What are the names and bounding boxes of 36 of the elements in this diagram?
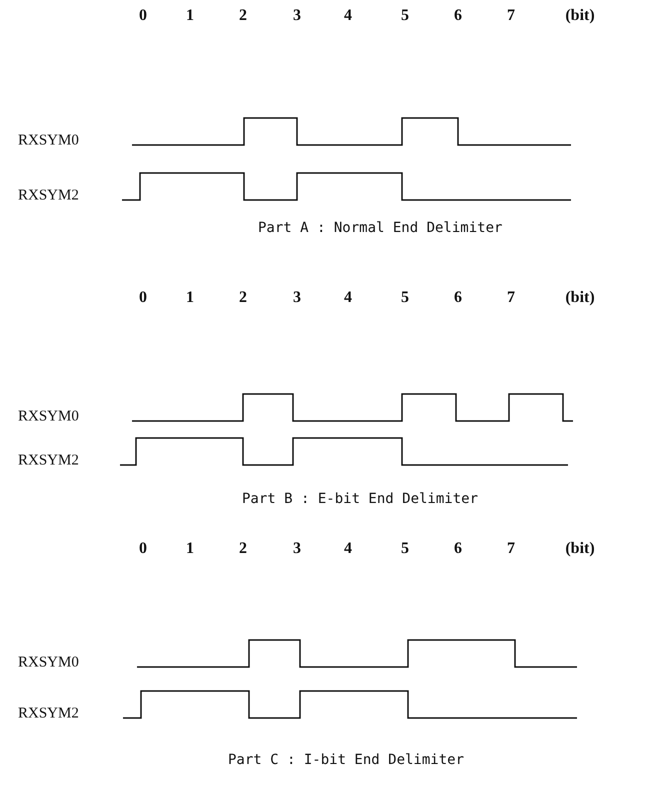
bit-number: 6 (454, 541, 462, 557)
unit-label: (bit) (565, 8, 595, 24)
signal-name: RXSYM2 (18, 188, 79, 204)
unit-label: (bit) (565, 290, 595, 306)
bit-number: 3 (293, 290, 301, 306)
bit-number: 2 (239, 290, 247, 306)
bit-number: 0 (139, 8, 147, 24)
part-caption: Part B : E-bit End Delimiter (242, 492, 478, 506)
bit-number: 0 (139, 290, 147, 306)
bit-number: 7 (507, 290, 515, 306)
signal-name: RXSYM0 (18, 410, 79, 424)
bit-number: 7 (507, 541, 515, 557)
signal-name: RXSYM2 (18, 706, 79, 722)
bit-number: 1 (186, 8, 194, 24)
bit-number: 5 (401, 290, 409, 306)
signal-name: RXSYM0 (18, 134, 79, 148)
signal-name: RXSYM2 (18, 454, 79, 468)
unit-label: (bit) (565, 541, 595, 557)
bit-number: 4 (344, 290, 352, 306)
part-caption: Part A : Normal End Delimiter (258, 221, 502, 235)
part-caption: Part C : I-bit End Delimiter (228, 753, 464, 767)
signal-name: RXSYM0 (18, 656, 79, 670)
bit-number: 2 (239, 8, 247, 24)
bit-number: 3 (293, 8, 301, 24)
bit-number: 4 (344, 8, 352, 24)
bit-number: 6 (454, 8, 462, 24)
bit-number: 4 (344, 541, 352, 557)
bit-number: 1 (186, 541, 194, 557)
bit-number: 7 (507, 8, 515, 24)
bit-number: 2 (239, 541, 247, 557)
bit-number: 1 (186, 290, 194, 306)
bit-number: 3 (293, 541, 301, 557)
bit-number: 0 (139, 541, 147, 557)
bit-number: 5 (401, 541, 409, 557)
bit-number: 5 (401, 8, 409, 24)
bit-number: 6 (454, 290, 462, 306)
